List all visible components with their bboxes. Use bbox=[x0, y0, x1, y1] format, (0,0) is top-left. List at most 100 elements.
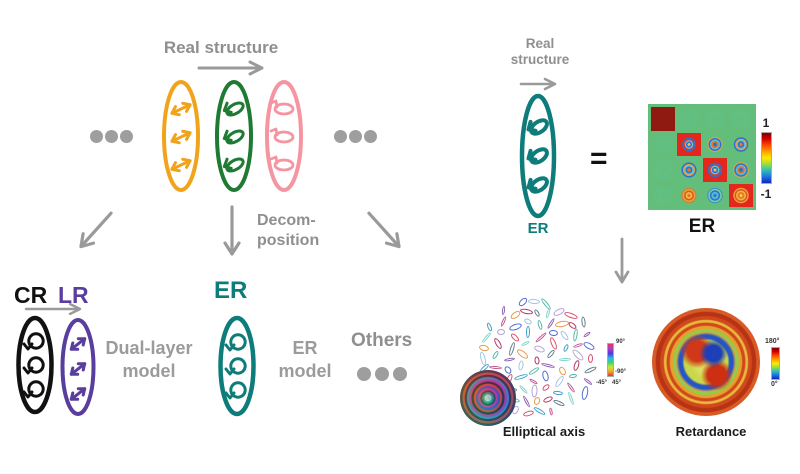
polarization-glyph bbox=[519, 308, 534, 316]
matrix-cell-faint bbox=[703, 107, 727, 131]
matrix-down-arrow-icon bbox=[614, 237, 630, 284]
right-real-structure-title: Real structure bbox=[496, 36, 584, 68]
polarization-glyph bbox=[588, 353, 594, 363]
polarization-glyph bbox=[533, 406, 547, 417]
polarization-glyph bbox=[491, 350, 500, 360]
polarization-glyph bbox=[522, 409, 535, 418]
polarization-glyph bbox=[583, 365, 597, 375]
polarization-glyph bbox=[572, 342, 584, 348]
polarization-glyph bbox=[542, 395, 554, 405]
polarization-glyph bbox=[503, 357, 515, 362]
matrix-cell-faint bbox=[677, 107, 701, 131]
down-arrow-icon bbox=[223, 205, 241, 256]
polarization-glyph bbox=[518, 384, 528, 395]
polarization-glyph bbox=[492, 336, 503, 350]
matrix-cell-ringD bbox=[703, 183, 727, 207]
polarization-glyph bbox=[562, 343, 570, 353]
polarization-glyph bbox=[532, 396, 542, 407]
matrix-cell-ringA bbox=[729, 132, 753, 156]
polarization-glyph bbox=[517, 360, 525, 371]
polarization-glyph bbox=[558, 357, 572, 362]
decomposition-label-line1: Decom- bbox=[257, 212, 316, 229]
cr-to-lr-arrow-icon bbox=[24, 303, 82, 315]
er-model-caption: ER model bbox=[270, 337, 340, 383]
polarization-glyph bbox=[572, 359, 581, 372]
polarization-glyph bbox=[554, 319, 570, 328]
small-right-arrow-icon bbox=[519, 77, 557, 91]
elliptical-retardance-ellipse-icon bbox=[215, 80, 253, 192]
polarization-glyph bbox=[481, 331, 492, 344]
polarization-glyph bbox=[521, 339, 531, 347]
matrix-colorbar bbox=[761, 132, 772, 184]
dot-icon bbox=[364, 130, 377, 143]
polarization-glyph bbox=[566, 391, 575, 406]
ellipsis-dots-right bbox=[334, 130, 379, 148]
matrix-cell-ringB bbox=[729, 158, 753, 182]
elliptical-axis-inset-disc bbox=[460, 370, 516, 426]
lr-label: LR bbox=[58, 282, 89, 308]
polarization-glyph bbox=[523, 317, 533, 326]
er-heading: ER bbox=[214, 277, 248, 304]
equals-sign: = bbox=[590, 142, 608, 175]
others-dots bbox=[357, 367, 411, 386]
cr-label: CR bbox=[14, 282, 48, 308]
polarization-glyph bbox=[572, 328, 579, 342]
polarization-glyph bbox=[528, 365, 541, 376]
dot-icon bbox=[105, 130, 118, 143]
polarization-glyph bbox=[485, 322, 493, 332]
polarization-glyph bbox=[534, 331, 548, 344]
polarization-glyph bbox=[581, 316, 587, 328]
matrix-cell-ringA bbox=[677, 158, 701, 182]
polarization-glyph bbox=[507, 341, 516, 357]
others-label: Others bbox=[351, 330, 413, 351]
polarization-glyph bbox=[513, 373, 529, 382]
polarization-glyph bbox=[569, 373, 578, 379]
polarization-glyph bbox=[521, 395, 531, 408]
polarization-glyph bbox=[540, 361, 556, 369]
right-title-line1: Real bbox=[525, 36, 555, 51]
polarization-glyph bbox=[533, 344, 547, 354]
dot-icon bbox=[120, 130, 133, 143]
ea-colorbar-bottom: -90° bbox=[615, 369, 627, 375]
matrix-cell-ringB bbox=[703, 132, 727, 156]
polarization-glyph bbox=[515, 347, 530, 361]
dot-icon bbox=[334, 130, 347, 143]
polarization-glyph bbox=[548, 330, 558, 337]
elliptical-axis-colorbar bbox=[607, 343, 614, 377]
polarization-glyph bbox=[541, 370, 551, 383]
er-model-ellipse-icon bbox=[218, 315, 256, 417]
matrix-cell-faint bbox=[729, 107, 753, 131]
matrix-colorbar-min: -1 bbox=[760, 187, 772, 201]
polarization-glyph bbox=[496, 328, 505, 336]
polarization-glyph bbox=[553, 375, 566, 389]
retardance-caption: Retardance bbox=[675, 424, 747, 439]
cr-ellipse-icon bbox=[16, 315, 54, 415]
polarization-glyph bbox=[489, 364, 503, 370]
dot-icon bbox=[349, 130, 362, 143]
matrix-cell-faint bbox=[651, 158, 675, 182]
polarization-glyph bbox=[533, 308, 541, 318]
elliptical-axis-figure: 90° -90° -45° 45° bbox=[458, 293, 628, 433]
polarization-glyph bbox=[528, 298, 541, 305]
dot-icon bbox=[90, 130, 103, 143]
dual-layer-model-caption: Dual-layer model bbox=[96, 337, 202, 383]
dual-layer-caption-line2: model bbox=[122, 361, 176, 381]
polarization-glyph bbox=[508, 321, 524, 332]
matrix-cell-ringC bbox=[677, 183, 701, 207]
matrix-cell-faint bbox=[651, 132, 675, 156]
matrix-cell-redswirl bbox=[729, 183, 753, 207]
left-real-structure-title: Real structure bbox=[163, 38, 279, 57]
ea-colorbar-right: 45° bbox=[612, 380, 622, 386]
polarization-glyph bbox=[548, 407, 554, 417]
matrix-cell-redring bbox=[703, 158, 727, 182]
polarization-glyph bbox=[582, 330, 591, 338]
polarization-glyph bbox=[548, 336, 558, 351]
ea-colorbar-top: 90° bbox=[616, 339, 626, 345]
matrix-cell-faint bbox=[651, 183, 675, 207]
matrix-er-label: ER bbox=[688, 216, 716, 237]
polarization-glyph bbox=[541, 383, 551, 393]
polarization-glyph bbox=[559, 329, 571, 342]
polarization-glyph bbox=[563, 310, 579, 320]
polarization-glyph bbox=[536, 320, 544, 331]
